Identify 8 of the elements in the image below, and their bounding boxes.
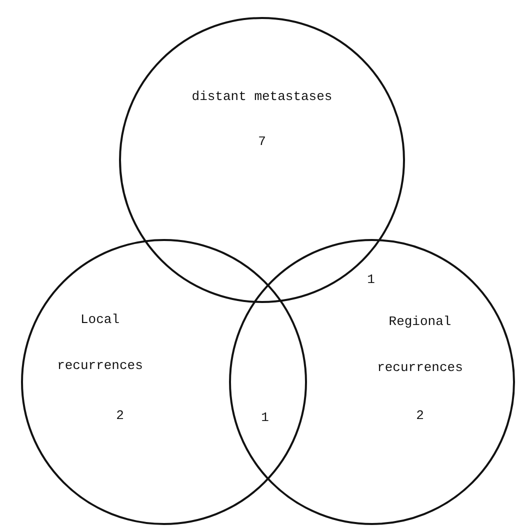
count-label: 7 — [257, 133, 267, 151]
set-label: Regional recurrences — [376, 313, 464, 377]
set-label: distant metastases — [190, 88, 334, 106]
count-label: 1 — [260, 410, 270, 425]
set-label: Local recurrences — [56, 311, 144, 375]
count-label: 2 — [415, 407, 425, 425]
count-label: 2 — [115, 407, 125, 425]
count-label: 1 — [366, 272, 376, 287]
